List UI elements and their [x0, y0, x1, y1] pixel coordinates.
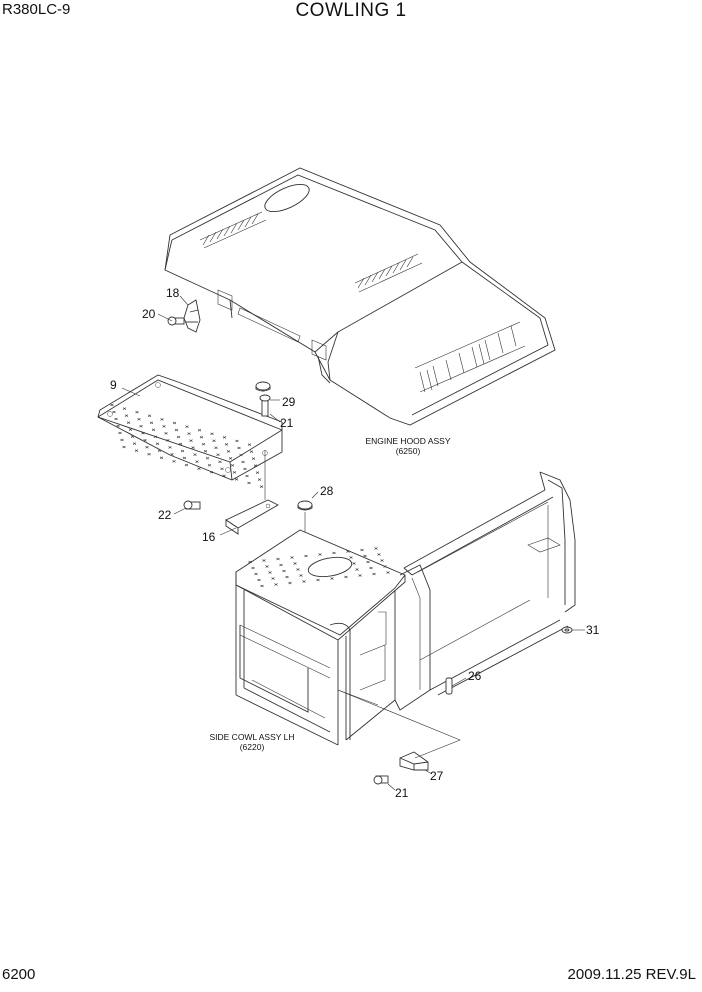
hinge-part-18	[183, 299, 201, 333]
hood-rear-vents	[354, 253, 423, 293]
part-label-26: 26	[468, 669, 482, 683]
part-label-21-upper: 21	[280, 416, 294, 430]
part-label-28: 28	[320, 484, 334, 498]
perforated-cover-plate-9	[97, 374, 283, 488]
cowl-top-perforation	[248, 547, 390, 588]
leader-lines	[121, 295, 585, 791]
bolt-part-21-lower	[373, 775, 389, 785]
hood-assy-caption: ENGINE HOOD ASSY	[365, 436, 450, 446]
side-cowl-assembly	[235, 471, 576, 746]
revision-date: 2009.11.25 REV.9L	[567, 966, 696, 983]
part-label-20: 20	[142, 307, 156, 321]
hood-front-vents	[199, 211, 267, 249]
bolt-part-22	[183, 500, 201, 510]
page-number: 6200	[2, 966, 36, 983]
hood-assy-code: (6250)	[396, 446, 421, 456]
part-label-18: 18	[166, 286, 180, 300]
part-label-29: 29	[282, 395, 296, 409]
clip-part-26	[445, 677, 453, 695]
plate-perforation-pattern	[110, 403, 264, 488]
side-cowl-caption: SIDE COWL ASSY LH	[209, 732, 294, 742]
cap-part-29	[255, 381, 271, 392]
part-label-16: 16	[202, 530, 216, 544]
engine-hood-assembly	[164, 167, 556, 426]
bolt-part-20	[167, 316, 185, 326]
part-label-31: 31	[586, 623, 600, 637]
bracket-part-27	[399, 751, 429, 771]
part-label-9: 9	[110, 378, 117, 392]
part-label-27: 27	[430, 769, 444, 783]
model-number: R380LC-9	[2, 1, 71, 18]
washer-part-31	[561, 626, 573, 634]
bolt-part-21-upper	[259, 394, 271, 417]
part-label-21-lower: 21	[395, 786, 409, 800]
side-cowl-code: (6220)	[240, 742, 265, 752]
hood-side-louvers	[414, 321, 526, 393]
part-label-22: 22	[158, 508, 172, 522]
page-title: COWLING 1	[295, 0, 407, 21]
bracket-part-16	[225, 450, 279, 535]
